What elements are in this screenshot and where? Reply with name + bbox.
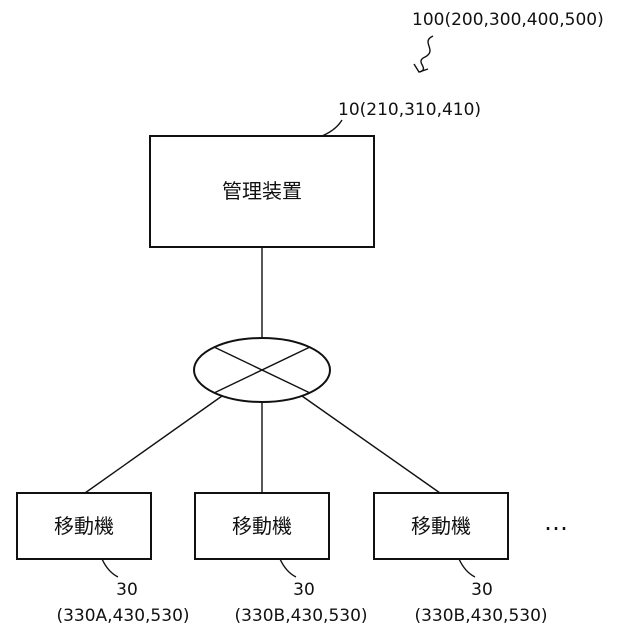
mobile-2-leader-line — [280, 559, 296, 577]
mobile-2-reference-sub: (330B,430,530) — [234, 606, 367, 626]
mobile-1-reference-sub: (330A,430,530) — [56, 606, 189, 626]
mobile-1-reference-number: 30 — [116, 580, 138, 600]
mobile-2-reference-number: 30 — [293, 580, 315, 600]
mobile-device-label-1: 移動機 — [54, 514, 114, 538]
management-reference-label: 10(210,310,410) — [338, 100, 481, 120]
management-leader-line — [322, 120, 342, 136]
mobile-3-leader-line — [459, 559, 475, 577]
network-to-mobile-3-line — [302, 396, 440, 493]
network-node — [194, 338, 330, 402]
more-devices-ellipsis: … — [544, 508, 568, 536]
mobile-device-label-2: 移動機 — [232, 514, 292, 538]
mobile-1-leader-line — [102, 559, 118, 577]
mobile-device-label-3: 移動機 — [411, 514, 471, 538]
system-reference-arrowhead — [414, 64, 428, 72]
mobile-3-reference-number: 30 — [471, 580, 493, 600]
system-reference-squiggle — [420, 36, 433, 72]
system-reference-label: 100(200,300,400,500) — [412, 10, 604, 30]
management-device-label: 管理装置 — [222, 179, 302, 203]
network-to-mobile-1-line — [85, 396, 222, 493]
mobile-3-reference-sub: (330B,430,530) — [414, 606, 547, 626]
